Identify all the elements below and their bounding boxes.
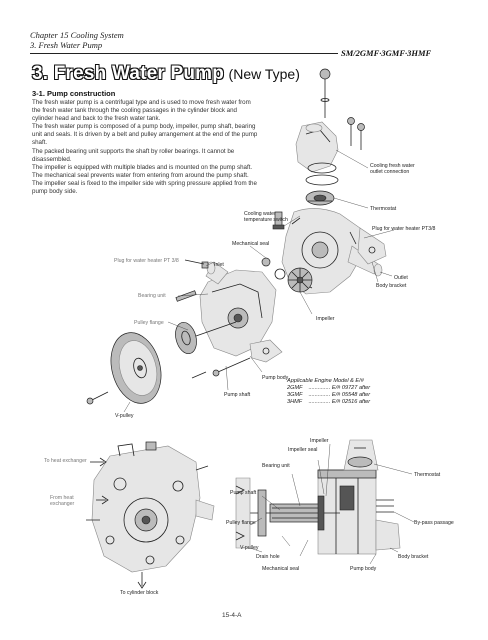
- label-body-bracket: Body bracket: [376, 283, 407, 289]
- label-section-impeller: Impeller: [310, 438, 329, 444]
- label-section-thermostat: Thermostat: [414, 472, 441, 478]
- applicable-value: E/# 02516 after: [331, 399, 371, 405]
- paragraph-3: The packed bearing unit supports the sha…: [32, 147, 235, 163]
- section-title: 3. Fresh Water Pump: [30, 40, 103, 50]
- label-thermostat: Thermostat: [370, 206, 397, 212]
- page-heading-sub: (New Type): [228, 66, 300, 82]
- label-plug-pt38-left: Plug for water heater PT 3/8: [114, 258, 179, 264]
- label-plug-pt38-right: Plug for water heater PT3/8: [372, 226, 436, 232]
- exploded-view-drawing: [86, 68, 395, 413]
- label-from-heat-exchanger: From heat exchanger: [50, 495, 75, 507]
- label-pulley-flange: Pulley flange: [134, 320, 164, 326]
- construction-heading: 3-1. Pump construction: [32, 89, 116, 98]
- label-pump-shaft: Pump shaft: [224, 392, 251, 398]
- label-outlet: Outlet: [394, 275, 408, 281]
- label-inlet: Inlet: [214, 262, 224, 268]
- label-section-pump-shaft: Pump shaft: [230, 490, 257, 496]
- construction-text: The fresh water pump is a centrifugal ty…: [32, 99, 260, 196]
- label-section-pulley-flange: Pulley flange: [226, 520, 256, 526]
- paragraph-4: The impeller is equipped with multiple b…: [32, 163, 253, 171]
- paragraph-5: The mechanical seal prevents water from …: [32, 171, 257, 196]
- label-section-pump-body: Pump body: [350, 566, 377, 572]
- label-impeller: Impeller: [316, 316, 335, 322]
- applicable-value: E/# 05548 after: [331, 392, 371, 398]
- label-section-bypass: By-pass passage: [414, 520, 454, 526]
- section-view-drawing: [235, 439, 415, 565]
- front-view-drawing: [86, 441, 215, 589]
- applicable-row: 3GMF .............. E/# 05548 after: [287, 392, 371, 398]
- label-mechanical-seal: Mechanical seal: [232, 241, 270, 247]
- label-pump-body: Pump body: [262, 375, 289, 381]
- label-section-drain-hole: Drain hole: [256, 554, 280, 560]
- page-heading-main: 3. Fresh Water Pump: [32, 63, 225, 84]
- model-list: SM/2GMF·3GMF·3HMF: [341, 48, 432, 58]
- label-section-bearing-unit: Bearing unit: [262, 463, 290, 469]
- page-number: 15-4-A: [222, 612, 242, 619]
- label-bearing-unit: Bearing unit: [138, 293, 166, 299]
- header-rule: [30, 53, 338, 54]
- page-heading: 3. Fresh Water Pump (New Type): [32, 63, 300, 85]
- applicable-model: 3HMF: [287, 399, 303, 405]
- paragraph-2: The fresh water pump is composed of a pu…: [32, 123, 258, 147]
- label-section-body-bracket: Body bracket: [398, 554, 429, 560]
- applicable-model: 3GMF: [287, 392, 303, 398]
- label-section-impeller-seal: Impeller seal: [288, 447, 318, 453]
- label-to-heat-exchanger: To heat exchanger: [44, 458, 87, 464]
- chapter-title: Chapter 15 Cooling System: [30, 30, 124, 40]
- applicable-row: 2GMF .............. E/# 09727 after: [287, 385, 371, 391]
- label-to-cylinder-block: To cylinder block: [120, 590, 159, 596]
- applicable-model-block: Applicable Engine Model & E/# 2GMF .....…: [287, 378, 370, 406]
- label-section-v-pulley: V-pulley: [240, 545, 259, 551]
- applicable-value: E/# 09727 after: [331, 385, 371, 391]
- applicable-model: 2GMF: [287, 385, 303, 391]
- paragraph-1: The fresh water pump is a centrifugal ty…: [32, 99, 251, 123]
- applicable-heading: Applicable Engine Model & E/#: [287, 378, 364, 384]
- label-section-mechanical-seal: Mechanical seal: [262, 566, 300, 572]
- label-v-pulley: V-pulley: [115, 413, 134, 419]
- applicable-row: 3HMF .............. E/# 02516 after: [287, 399, 371, 405]
- label-temp-switch: Cooling water temperature switch: [244, 211, 288, 223]
- label-cooling-outlet: Cooling fresh water outlet connection: [370, 163, 415, 175]
